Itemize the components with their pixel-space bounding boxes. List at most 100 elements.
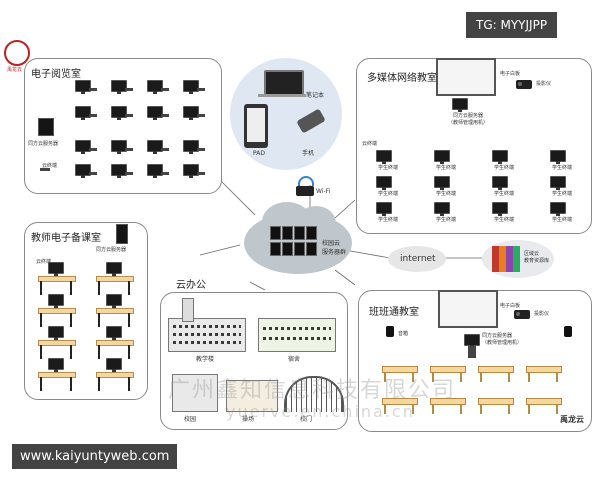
student-terminal-label: 学生终端 <box>552 165 573 171</box>
student-terminal-icon <box>376 176 392 190</box>
ebrowse-pc-icon <box>147 80 163 94</box>
ebrowse-server-icon <box>38 118 54 136</box>
table-leg <box>384 372 386 382</box>
line-internet <box>344 249 391 259</box>
ebrowse-pc-icon <box>111 80 127 94</box>
student-terminal-icon <box>492 202 508 216</box>
ebrowse-keyboard-icon <box>161 148 169 151</box>
student-terminal-label: 学生终端 <box>494 217 515 223</box>
class-whiteboard-icon <box>438 290 498 328</box>
rack-server-icon <box>306 226 317 240</box>
multimedia-teacher-label: 同方云服务器 （教师管理用机） <box>448 113 489 126</box>
ebrowse-pc-icon <box>111 106 127 120</box>
student-terminal-label: 学生终端 <box>378 191 399 197</box>
prep-desk-icon <box>38 372 76 378</box>
prep-pc-icon <box>106 358 122 372</box>
desk-leg <box>128 313 130 327</box>
ebrowse-keyboard-icon <box>161 172 169 175</box>
class-speaker-left-icon <box>386 326 394 337</box>
desk-leg <box>128 281 130 295</box>
multimedia-whiteboard-icon <box>436 58 496 96</box>
desk-leg <box>98 281 100 295</box>
multimedia-whiteboard-label: 电子白板 <box>500 71 521 77</box>
student-terminal-label: 学生终端 <box>494 165 515 171</box>
desk-leg <box>40 281 42 295</box>
ebrowse-keyboard-icon <box>89 148 97 151</box>
line-class <box>334 269 356 286</box>
wifi-signal-icon <box>298 176 314 186</box>
region-cloud-label: 区域云 教育资源库 <box>524 251 550 264</box>
prep-desk-icon <box>96 276 134 282</box>
ebrowse-pc-icon <box>111 164 127 178</box>
ebrowse-pc-icon <box>147 106 163 120</box>
class-table-icon <box>478 366 514 373</box>
ebrowse-keyboard-icon <box>125 114 133 117</box>
desk-leg <box>70 313 72 327</box>
ebrowse-keyboard-icon <box>197 172 205 175</box>
class-table-icon <box>526 398 562 405</box>
student-terminal-icon <box>550 202 566 216</box>
table-leg <box>480 372 482 382</box>
prep-desk-icon <box>96 340 134 346</box>
multimedia-projector-icon <box>516 80 532 89</box>
clock-tower-icon <box>182 298 194 322</box>
ebrowse-pc-icon <box>75 80 91 94</box>
prep-pc-icon <box>106 294 122 308</box>
brand-label: 禹龙云 <box>560 415 584 424</box>
line-ebrowse <box>219 179 256 216</box>
books-icon <box>492 246 520 272</box>
class-teacher-label: 同方云服务器 （教师管理用机） <box>482 333 523 346</box>
student-terminal-label: 学生终端 <box>378 217 399 223</box>
prep-server-icon <box>116 224 128 244</box>
line-prep <box>199 244 241 256</box>
laptop-label: 笔记本 <box>306 92 325 99</box>
ebrowse-title: 电子阅览室 <box>31 69 81 80</box>
footer-url: www.kaiyuntyweb.com <box>12 444 178 469</box>
class-title: 班班通教室 <box>369 307 419 318</box>
ebrowse-pc-icon <box>183 140 199 154</box>
playground-icon <box>226 380 278 412</box>
ebrowse-pc-icon <box>147 164 163 178</box>
class-table-icon <box>526 366 562 373</box>
desk-leg <box>98 345 100 359</box>
building1-label: 教学楼 <box>196 356 215 363</box>
class-table-icon <box>430 398 466 405</box>
table-leg <box>412 372 414 382</box>
class-speaker-right-icon <box>564 326 572 337</box>
prep-server-label: 同方云服务器 <box>96 247 127 253</box>
student-terminal-label: 学生终端 <box>552 191 573 197</box>
ebrowse-keyboard-icon <box>125 88 133 91</box>
student-terminal-icon <box>492 176 508 190</box>
desk-leg <box>70 281 72 295</box>
ebrowse-server-label: 同方云服务器 <box>28 141 59 147</box>
ebrowse-keyboard-icon <box>161 114 169 117</box>
table-leg <box>508 404 510 414</box>
ebrowse-pc-icon <box>75 164 91 178</box>
ebrowse-pc-icon <box>147 140 163 154</box>
building3-label: 校园 <box>184 416 197 423</box>
ebrowse-pc-icon <box>183 80 199 94</box>
prep-pc-icon <box>48 358 64 372</box>
table-leg <box>384 404 386 414</box>
table-leg <box>528 372 530 382</box>
class-teacher-pc-icon <box>464 334 480 348</box>
class-table-icon <box>382 398 418 405</box>
rack-server-icon <box>294 226 305 240</box>
wifi-label: Wi-Fi <box>316 188 331 195</box>
student-terminal-icon <box>434 176 450 190</box>
building4-label: 操场 <box>242 416 255 423</box>
teaching-building-icon <box>168 318 246 352</box>
rack-server-icon <box>294 242 305 256</box>
ebrowse-terminal-icon <box>40 168 50 171</box>
phone-label: 手机 <box>302 150 315 157</box>
desk-leg <box>98 377 100 391</box>
prep-desk-icon <box>38 308 76 314</box>
line-multimedia <box>334 199 356 219</box>
internet-label: internet <box>400 254 436 264</box>
prep-desk-icon <box>38 276 76 282</box>
class-projector-label: 投影仪 <box>534 311 550 317</box>
rack-server-icon <box>270 242 281 256</box>
student-terminal-icon <box>434 202 450 216</box>
table-leg <box>528 404 530 414</box>
desk-leg <box>128 377 130 391</box>
